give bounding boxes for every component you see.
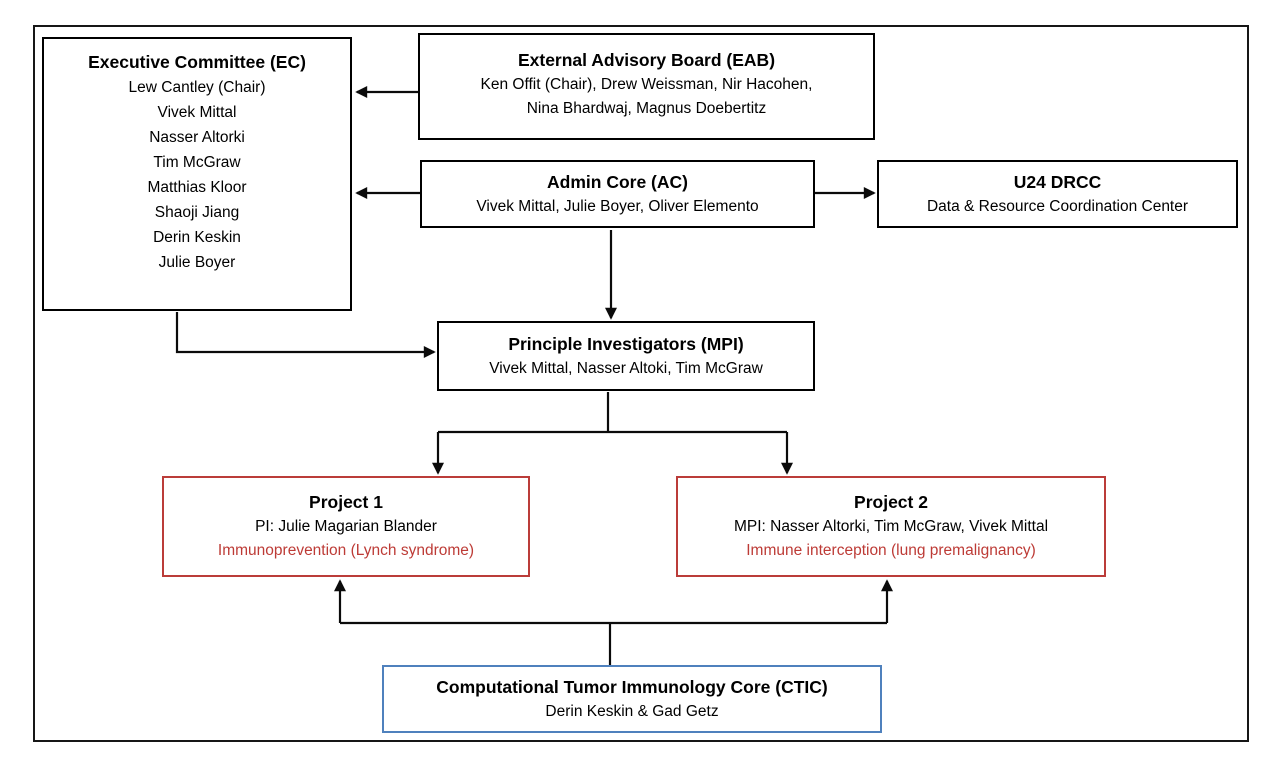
project2-pi-line: MPI: Nasser Altorki, Tim McGraw, Vivek M… xyxy=(733,518,1049,535)
external-advisory-board-box: External Advisory Board (EAB) Ken Offit … xyxy=(418,33,875,140)
ctic-members: Derin Keskin & Gad Getz xyxy=(545,703,719,720)
project1-title: Project 1 xyxy=(309,492,383,512)
eab-members-line: Ken Offit (Chair), Drew Weissman, Nir Ha… xyxy=(480,76,813,93)
outer-frame xyxy=(33,25,1249,742)
ctic-title: Computational Tumor Immunology Core (CTI… xyxy=(436,677,828,697)
executive-committee-box: Executive Committee (EC) Lew Cantley (Ch… xyxy=(42,37,352,311)
ec-member: Derin Keskin xyxy=(153,229,241,246)
u24-drcc-box: U24 DRCC Data & Resource Coordination Ce… xyxy=(877,160,1238,228)
principle-investigators-members: Vivek Mittal, Nasser Altoki, Tim McGraw xyxy=(489,360,763,377)
ec-member: Tim McGraw xyxy=(153,154,241,171)
external-advisory-board-title: External Advisory Board (EAB) xyxy=(517,50,776,70)
principle-investigators-box: Principle Investigators (MPI) Vivek Mitt… xyxy=(437,321,815,391)
ec-member: Julie Boyer xyxy=(158,254,236,271)
ec-member: Shaoji Jiang xyxy=(154,204,240,221)
admin-core-box: Admin Core (AC) Vivek Mittal, Julie Boye… xyxy=(420,160,815,228)
admin-core-title: Admin Core (AC) xyxy=(547,172,688,192)
principle-investigators-title: Principle Investigators (MPI) xyxy=(508,334,744,354)
admin-core-members: Vivek Mittal, Julie Boyer, Oliver Elemen… xyxy=(476,198,759,215)
project1-focus-line: Immunoprevention (Lynch syndrome) xyxy=(217,542,475,559)
project1-pi-line: PI: Julie Magarian Blander xyxy=(255,518,437,535)
ec-member: Nasser Altorki xyxy=(149,129,245,146)
project2-focus-line: Immune interception (lung premalignancy) xyxy=(746,542,1036,559)
project2-title: Project 2 xyxy=(854,492,928,512)
ec-member: Matthias Kloor xyxy=(147,179,247,196)
u24-drcc-title: U24 DRCC xyxy=(1013,172,1102,192)
connector-ec-to-mpi xyxy=(175,312,436,358)
eab-members-line: Nina Bhardwaj, Magnus Doebertitz xyxy=(526,100,767,117)
ec-member: Vivek Mittal xyxy=(157,104,237,121)
executive-committee-title: Executive Committee (EC) xyxy=(88,52,306,72)
project1-box: Project 1 PI: Julie Magarian Blander Imm… xyxy=(162,476,530,577)
ec-member: Lew Cantley (Chair) xyxy=(128,79,266,96)
project2-box: Project 2 MPI: Nasser Altorki, Tim McGra… xyxy=(676,476,1106,577)
ctic-box: Computational Tumor Immunology Core (CTI… xyxy=(382,665,882,733)
u24-drcc-subtitle: Data & Resource Coordination Center xyxy=(926,198,1189,215)
